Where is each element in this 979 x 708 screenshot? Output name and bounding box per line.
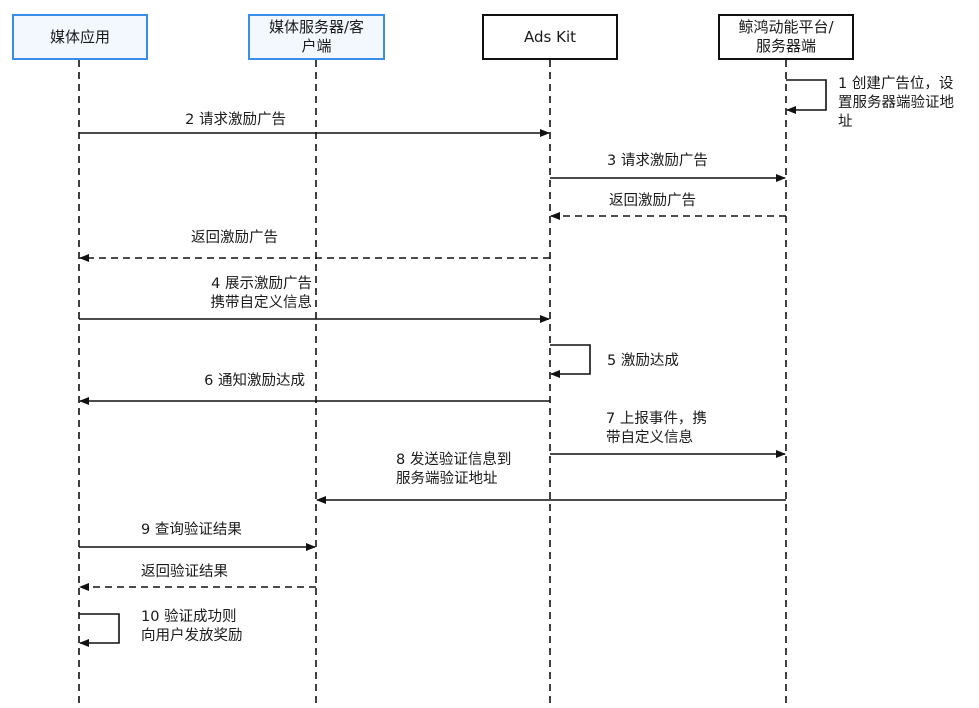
message-arrow-1 xyxy=(786,79,827,114)
participant-label: 媒体服务器/客 户端 xyxy=(268,18,365,55)
message-label-10: 10 验证成功则 向用户发放奖励 xyxy=(141,609,243,644)
message-label-3: 3 请求激励广告 xyxy=(607,153,708,169)
participant-ads-kit: Ads Kit xyxy=(482,14,618,60)
message-label-9-return: 返回验证结果 xyxy=(141,564,228,580)
message-arrow-10 xyxy=(79,613,120,647)
message-label-6: 6 通知激励达成 xyxy=(204,373,305,389)
participant-media-app: 媒体应用 xyxy=(12,14,148,60)
message-label-3-return: 返回激励广告 xyxy=(609,193,696,209)
message-label-1: 1 创建广告位，设 置服务器端验证地 址 xyxy=(838,76,954,130)
message-label-8: 8 发送验证信息到 服务端验证地址 xyxy=(396,452,512,487)
message-label-7: 7 上报事件，携 带自定义信息 xyxy=(606,411,707,446)
message-label-9: 9 查询验证结果 xyxy=(141,522,242,538)
message-arrow-5 xyxy=(550,344,591,378)
participant-platform: 鲸鸿动能平台/ 服务器端 xyxy=(718,14,854,60)
participant-label: Ads Kit xyxy=(524,27,576,46)
participant-label: 媒体应用 xyxy=(49,27,110,46)
message-label-4: 4 展示激励广告 携带自定义信息 xyxy=(210,276,313,311)
message-label-2: 2 请求激励广告 xyxy=(185,112,286,128)
participant-label: 鲸鸿动能平台/ 服务器端 xyxy=(738,18,834,55)
participant-media-server: 媒体服务器/客 户端 xyxy=(248,14,385,60)
message-label-2-return: 返回激励广告 xyxy=(191,230,278,246)
message-label-5: 5 激励达成 xyxy=(607,353,679,369)
